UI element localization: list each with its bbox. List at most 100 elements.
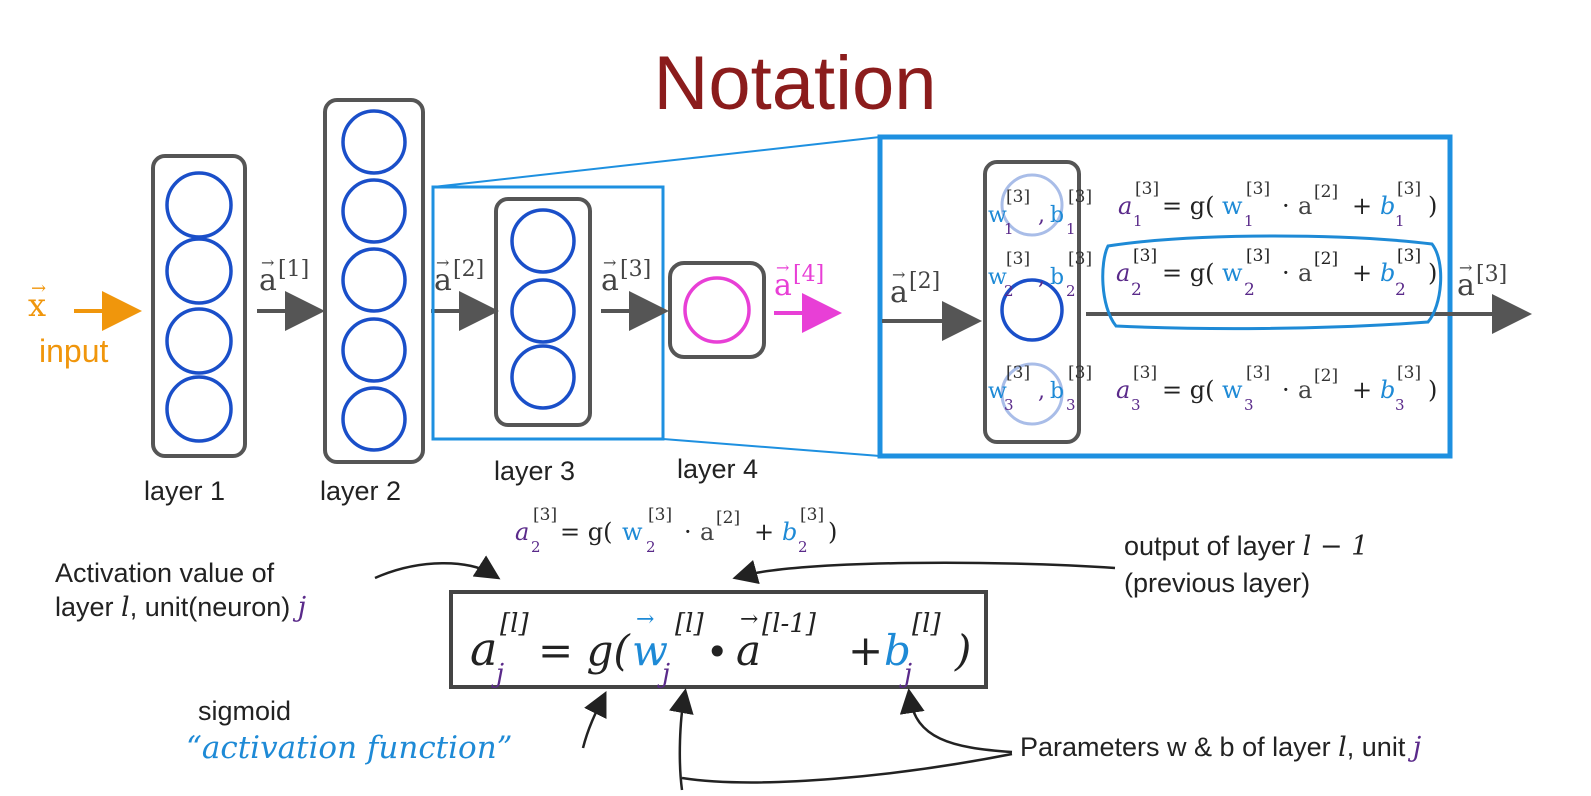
svg-text:2: 2 [1395, 280, 1406, 300]
zoom-neuron-1 [1000, 173, 1064, 237]
layer-3-neuron [510, 344, 576, 410]
zoom-equation-1: a [3] 1 = g( w [3] 1 · a [2] + b [3] 1 ) [1118, 179, 1437, 230]
layer-4-label: layer 4 [677, 454, 759, 484]
svg-text:+: + [754, 518, 774, 546]
svg-text:2: 2 [646, 538, 656, 556]
activation-function-note: “activation function” [186, 730, 513, 766]
svg-text:·: · [1282, 259, 1290, 287]
output-note-text: output of layer [1124, 531, 1296, 561]
svg-text:a: a [1118, 192, 1132, 220]
a3-sup: [3] [620, 257, 651, 282]
params-pointer-b [899, 688, 1013, 754]
svg-text:[3]: [3] [1246, 179, 1270, 199]
svg-text:[3]: [3] [1246, 363, 1270, 383]
a2-vec-glyph: → [436, 253, 449, 272]
svg-text:1: 1 [1395, 212, 1405, 230]
svg-text:[3]: [3] [1133, 246, 1157, 266]
svg-text:a: a [1116, 376, 1130, 404]
zoom-input-label: a [890, 275, 908, 310]
svg-text:[3]: [3] [1006, 249, 1030, 269]
handwritten-highlight-loop [1101, 234, 1443, 331]
svg-text:b: b [1050, 379, 1064, 404]
svg-text:1: 1 [1066, 220, 1076, 238]
svg-text:2: 2 [531, 538, 541, 556]
zoom-line-top [432, 136, 881, 188]
layer-1-neuron [165, 307, 233, 375]
layer-2-neuron [341, 178, 407, 244]
svg-text:w: w [988, 203, 1007, 228]
svg-text:1: 1 [1133, 212, 1143, 230]
svg-text:w: w [1222, 192, 1243, 220]
svg-text:[3]: [3] [1246, 246, 1270, 266]
svg-text:·: · [1282, 376, 1290, 404]
zoom-equation-3: a [3] 3 = g( w [3] 3 · a [2] + b [3] 3 ) [1116, 363, 1437, 414]
svg-text:b: b [782, 518, 797, 546]
svg-text:): ) [1428, 376, 1437, 404]
layer-2-neuron [341, 386, 407, 452]
svg-text:·: · [684, 518, 692, 546]
zoom-output-vec-glyph: → [1459, 258, 1472, 277]
activation-note-j: j [297, 592, 307, 623]
svg-text:[2]: [2] [1314, 366, 1338, 386]
svg-text:): ) [1428, 259, 1437, 287]
a3-label: a [601, 263, 619, 298]
input-vector-arrow-glyph: → [31, 278, 46, 299]
svg-text:w: w [1222, 259, 1243, 287]
svg-text:= g(: = g( [560, 518, 612, 546]
params-note-text: Parameters w & b of layer [1020, 732, 1331, 762]
svg-text:w: w [622, 518, 643, 546]
general-equation: a [l] j = g( w [l] j • a [l-1] + b [l] j… [470, 609, 971, 689]
zoom-output-sup: [3] [1476, 262, 1507, 287]
svg-text:a: a [1298, 259, 1312, 287]
svg-text:a: a [470, 622, 497, 676]
activation-note-line1: Activation value of [55, 558, 275, 588]
zoom-neuron-3 [1000, 362, 1064, 426]
svg-text:1: 1 [1244, 212, 1254, 230]
svg-text:3: 3 [1004, 396, 1014, 414]
svg-text:[l-1]: [l-1] [762, 609, 817, 639]
svg-text:1: 1 [1004, 220, 1014, 238]
a1-vec-glyph: → [261, 253, 274, 272]
svg-text:2: 2 [1004, 282, 1014, 300]
svg-text:= g(: = g( [1162, 259, 1214, 287]
svg-text:+: + [1352, 259, 1372, 287]
svg-text:[2]: [2] [1314, 182, 1338, 202]
layer-1-label: layer 1 [144, 476, 226, 506]
a2-label: a [434, 263, 452, 298]
a4-vec-glyph: → [776, 258, 789, 277]
svg-text:a: a [700, 518, 714, 546]
svg-text:w: w [1222, 376, 1243, 404]
layer-2-neurons [341, 109, 407, 452]
layer-3-box [494, 197, 592, 427]
svg-text:a: a [1298, 376, 1312, 404]
layer-2-label: layer 2 [320, 476, 402, 506]
general-eq-a-vec-glyph: → [740, 607, 758, 632]
svg-text:+: + [848, 626, 883, 675]
activation-note-l: l [121, 592, 130, 623]
svg-text:w: w [988, 379, 1007, 404]
layer-1-neuron [165, 375, 233, 443]
zoom-param-1: w [3] 1 , b [3] 1 [988, 187, 1092, 238]
svg-text:b: b [1380, 259, 1395, 287]
svg-text:·: · [1282, 192, 1290, 220]
svg-text:[3]: [3] [1068, 187, 1092, 207]
svg-text:[l]: [l] [500, 609, 529, 639]
svg-text:[3]: [3] [648, 505, 672, 525]
svg-text:3: 3 [1066, 396, 1076, 414]
params-note-unit: , unit [1346, 732, 1406, 762]
activation-note-layer: layer [55, 592, 114, 622]
svg-text:2: 2 [1131, 280, 1142, 300]
layer-2-neuron [341, 247, 407, 313]
layer-4-box [668, 261, 766, 359]
svg-text:[3]: [3] [800, 505, 824, 525]
zoom-neuron-2 [1000, 278, 1064, 342]
input-vector: x [28, 286, 46, 324]
general-equation-box [449, 590, 988, 689]
general-eq-w-vec-glyph: → [636, 607, 654, 632]
zoom-param-2: w [3] 2 , b [3] 2 [988, 249, 1092, 300]
activation-note-line2: layer l, unit(neuron) j [55, 590, 306, 625]
layer-3-neurons [510, 208, 576, 410]
zoom-param-3: w [3] 3 , b [3] 3 [988, 363, 1092, 414]
params-bracket [681, 752, 1013, 784]
svg-text:[2]: [2] [1314, 249, 1338, 269]
